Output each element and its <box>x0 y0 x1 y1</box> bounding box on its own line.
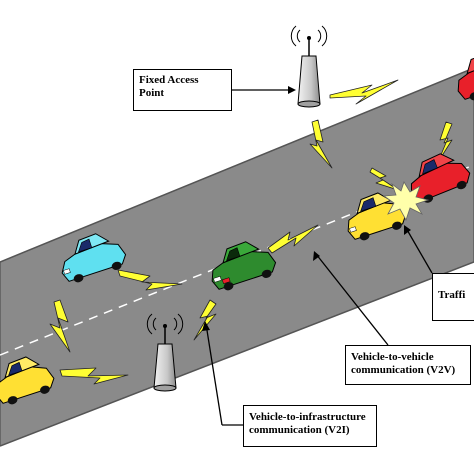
crash-burst-icon <box>382 181 430 221</box>
lightning-icon <box>437 121 453 163</box>
label-line: communication (V2V) <box>351 364 456 376</box>
lightning-icon <box>267 224 319 254</box>
fixed-access-point-antenna <box>290 25 328 108</box>
lightning-icon <box>117 269 183 291</box>
lightning-icon <box>309 119 333 169</box>
car-yellow-left <box>0 356 55 405</box>
antenna-icon <box>153 343 177 389</box>
car-icon <box>0 366 55 404</box>
traffic-label: Traffi <box>432 273 474 321</box>
car-cyan <box>61 233 127 283</box>
label-line: Fixed Access <box>139 74 199 86</box>
label-line: Vehicle-to-infrastructure <box>249 411 366 423</box>
antenna-icon <box>297 55 321 105</box>
arrow-v2v <box>315 253 389 346</box>
arrow-traffic <box>405 227 433 274</box>
lightning-icon <box>369 167 399 191</box>
label-line: Traffi <box>438 289 466 301</box>
lightning-icon <box>329 79 399 105</box>
lightning-bolts <box>49 79 453 385</box>
roadside-unit-antenna <box>146 313 184 392</box>
lightning-icon <box>49 299 71 353</box>
leader-arrows <box>202 86 433 426</box>
lightning-icon <box>59 367 129 385</box>
car-red-crash <box>410 153 471 203</box>
car-red-far <box>457 51 474 101</box>
road-edge-top <box>0 67 474 263</box>
label-line: Vehicle-to-vehicle <box>351 351 434 363</box>
fixed-access-point-label: Fixed Access Point <box>133 69 232 111</box>
road-edge-bottom <box>0 261 474 447</box>
car-icon <box>410 162 471 203</box>
label-line: Point <box>139 87 165 99</box>
v2v-label: Vehicle-to-vehicle communication (V2V) <box>345 345 471 385</box>
lane-marking <box>0 164 474 356</box>
v2i-label: Vehicle-to-infrastructure communication … <box>243 405 377 447</box>
car-green <box>211 241 277 291</box>
label-line: communication (V2I) <box>249 424 350 436</box>
